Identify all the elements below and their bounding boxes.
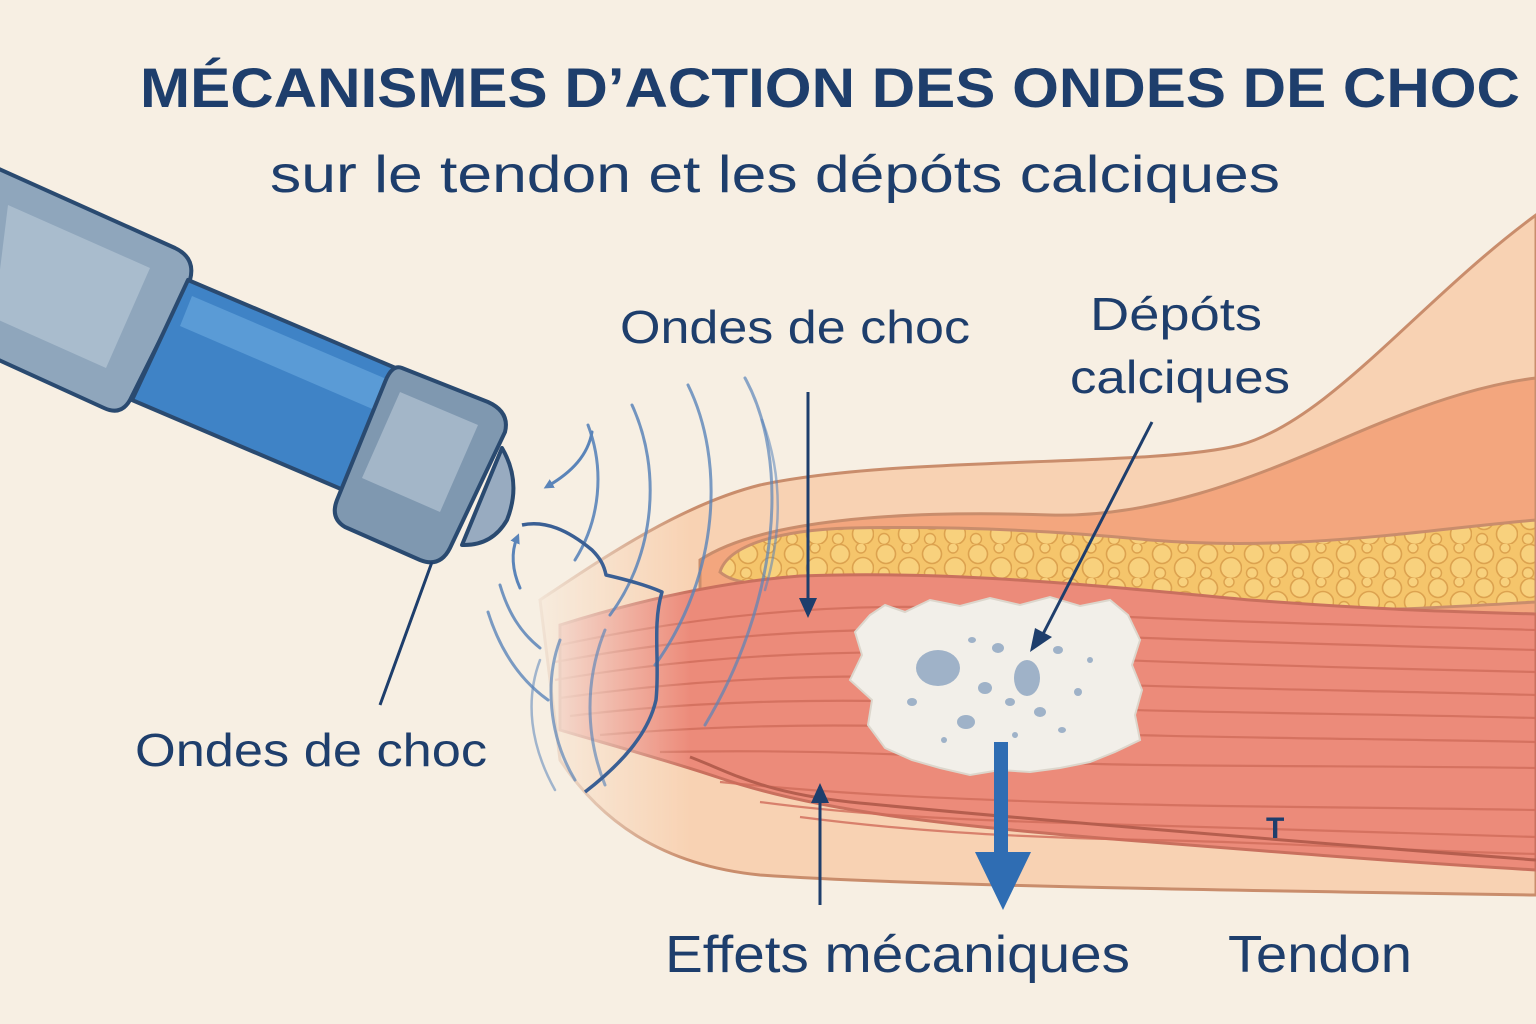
shock-wave-arc	[608, 403, 652, 617]
label-shockwaves-top: Ondes de choc	[620, 301, 970, 353]
applicator-shaft-highlight	[180, 296, 398, 414]
deposit-fragment	[992, 643, 1004, 653]
shock-wave-arc	[760, 418, 779, 592]
arrowhead-up-icon	[811, 783, 829, 803]
deposit-fragment	[957, 715, 975, 729]
shock-wave-arc	[530, 658, 557, 792]
deposit-fragment	[1034, 707, 1046, 717]
label-deposits-line1: Dépóts	[1090, 288, 1262, 340]
shock-wave-arc	[573, 423, 600, 562]
tendon-lower-outline	[689, 755, 1536, 862]
deposit-fragment	[1087, 657, 1093, 663]
arrowhead-deposit-icon	[1030, 628, 1052, 652]
deposit-fragment	[1058, 727, 1066, 733]
deposit-fragment	[916, 650, 960, 686]
applicator-head-face	[362, 392, 478, 512]
label-deposits-line2: calciques	[1070, 351, 1290, 403]
deposit-fragment	[907, 698, 917, 706]
deposit-fragment	[1053, 646, 1063, 654]
deposit-fragment	[978, 682, 992, 694]
leader-line-shockwaves-left	[378, 561, 434, 706]
shock-wave-arrow	[510, 533, 522, 590]
tendon-mark: T	[1266, 812, 1284, 845]
deposit-fragment	[1074, 688, 1082, 696]
shock-wave-arc	[588, 628, 607, 787]
label-shockwaves-left: Ondes de choc	[135, 724, 487, 776]
page-subtitle: sur le tendon et les dépóts calciques	[270, 146, 1280, 204]
shockwave-applicator	[0, 167, 516, 565]
label-mechanical-effects: Effets mécaniques	[665, 926, 1130, 984]
force-arrow-shaft	[994, 742, 1008, 857]
applicator-handle-panel	[0, 205, 150, 368]
annotations	[378, 392, 1154, 910]
deposit-fragment	[941, 737, 947, 743]
deposit-fragment	[1012, 732, 1018, 738]
shock-wave-arrow	[543, 430, 594, 489]
page-title: MÉCANISMES D’ACTION DES ONDES DE CHOC	[140, 56, 1520, 119]
deposit-fragment	[1014, 660, 1040, 696]
deposit-blob	[848, 595, 1144, 777]
force-arrow-head-icon	[975, 852, 1031, 910]
deposit-fragment	[968, 637, 976, 643]
shock-wave-arc	[498, 583, 542, 650]
applicator-tip	[460, 446, 516, 548]
wave-front	[521, 522, 664, 794]
arrowhead-down-icon	[799, 598, 817, 618]
calcific-deposit	[848, 595, 1144, 777]
shock-wave-arc	[653, 383, 713, 667]
shock-wave-arc	[549, 638, 577, 782]
shock-wave-arc	[703, 376, 774, 727]
label-tendon: Tendon	[1228, 926, 1412, 984]
shock-waves	[486, 376, 779, 794]
deposit-fragment	[1005, 698, 1015, 706]
shock-wave-arc	[486, 610, 550, 702]
leader-line-deposits	[1040, 421, 1154, 637]
